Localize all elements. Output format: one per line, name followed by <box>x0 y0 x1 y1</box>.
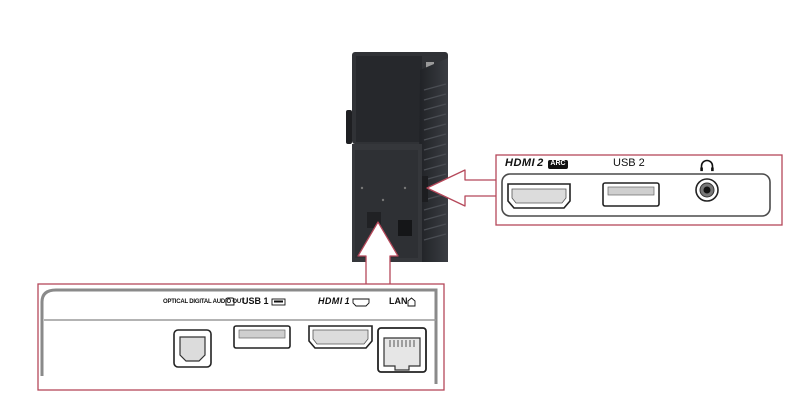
hdmi2-number: 2 <box>537 157 544 169</box>
projector-device <box>346 52 448 262</box>
optical-port-icon <box>225 297 235 306</box>
device-power-socket <box>398 220 412 236</box>
usb1-label: USB 1 <box>242 296 269 306</box>
usb1-port-inner <box>238 329 286 339</box>
hdmi-logo: HDMI <box>505 157 536 169</box>
hdmi2-arc-badge <box>548 160 568 169</box>
lan-port-inner <box>383 337 421 371</box>
usb-port-icon <box>271 298 286 306</box>
headphone-icon <box>700 159 714 170</box>
device-screw <box>360 186 364 190</box>
usb-port-icon-inner <box>274 300 283 303</box>
side-port-callout <box>495 154 783 226</box>
hdmi-logo: HDMI <box>318 296 343 306</box>
usb2-port-inner <box>607 186 655 196</box>
usb2-label: USB 2 <box>613 157 645 169</box>
optical-audio-port-inner <box>179 336 206 362</box>
device-handle-left <box>346 110 352 144</box>
device-screw <box>403 186 407 190</box>
hdmi2-port-inner <box>511 188 567 204</box>
lan-port-pins <box>389 340 415 347</box>
hdmi-port-icon <box>352 298 370 307</box>
headphone-icon-ear <box>700 167 703 172</box>
device-top-panel <box>356 56 422 142</box>
optical-audio-label: OPTICAL DIGITAL AUDIO OUT <box>163 299 245 305</box>
bottom-port-callout <box>37 283 445 391</box>
hdmi1-port-inner <box>312 329 369 345</box>
device-side-grille <box>418 58 448 262</box>
hdmi1-number: 1 <box>344 296 351 306</box>
lan-port-icon <box>407 297 416 307</box>
headphone-jack-hole <box>703 186 711 194</box>
hdmi2-arc-label: ARC <box>550 159 566 167</box>
headphone-icon-ear <box>711 167 714 172</box>
lan-label: LAN <box>389 296 408 306</box>
device-side-ports <box>422 176 428 202</box>
device-screw <box>381 198 385 202</box>
